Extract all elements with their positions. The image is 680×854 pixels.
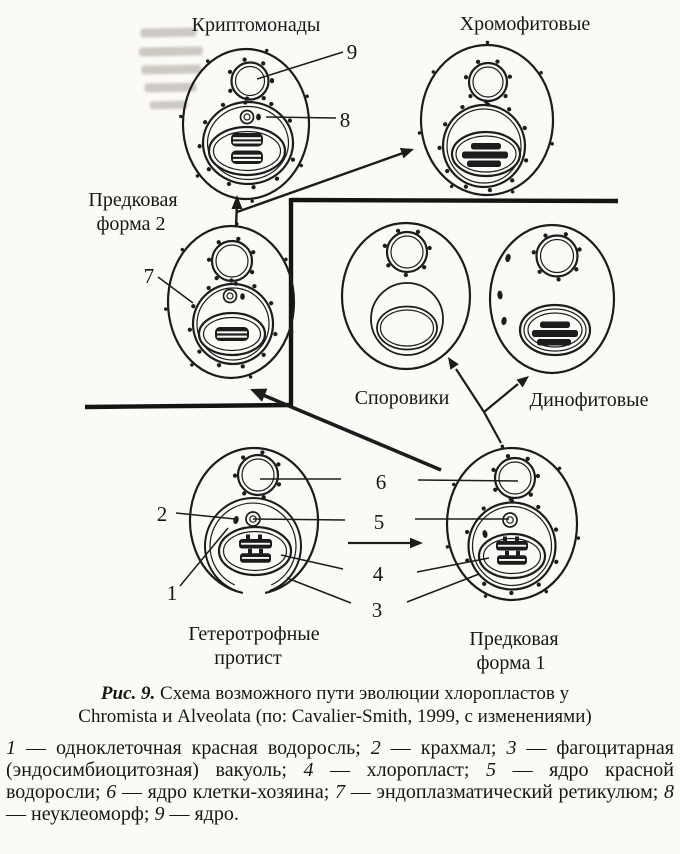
caption-line-1: Рис. 9. Схема возможного пути эволюции х… [30,682,640,705]
callout-7: 7 [144,264,155,288]
chloroplast [477,532,547,580]
arrow-form1-to-sporozoans [448,357,502,444]
legend-item: 4 — хлоропласт; [303,759,486,781]
legend-item: 3 — фагоцитарная (эндосимбиоцитозная) ва… [6,737,674,781]
arrow-form1-to-form2 [250,388,442,472]
host-nucleus [232,449,284,501]
chloroplast [207,125,287,177]
chloroplast [217,525,293,577]
nucleomorph [222,288,238,304]
nucleus [225,56,275,106]
endoplasmic-reticulum-compartment [187,278,279,370]
thylakoids [532,321,578,346]
nucleus [206,235,258,287]
label-ancestral-form-2-line2: форма 2 [96,213,165,235]
callout-lines [157,51,519,604]
callout-1: 1 [167,581,178,605]
callout-9: 9 [347,40,358,64]
label-ancestral-form-1-line1: Предковая [469,628,558,650]
callout-6: 6 [376,470,387,494]
thylakoids [215,327,249,341]
evolution-arrows [231,148,529,549]
legend-item: 7 — эндоплазматический ретикулюм; [335,781,664,803]
red-alga-nucleus [502,512,518,528]
arrow-form2-to-chromophytes [236,148,414,214]
callout-4: 4 [373,562,384,586]
cell-membrane-with-mouth [188,446,320,594]
nucleus [381,226,433,278]
label-chromophytes: Хромофитовые [460,13,591,35]
nucleus [463,57,513,107]
nucleus [531,230,583,282]
phagocytic-vacuole [462,496,562,596]
page-bleed-through [138,27,203,110]
label-heterotrophic-protist-line1: Гетеротрофные [188,623,319,645]
evolution-diagram: 9 8 7 6 5 4 3 2 1 Криптомонады Хромофито… [84,13,649,674]
chloroplast [450,130,522,178]
host-nucleus [489,452,541,504]
group-labels: Криптомонады Хромофитовые Предковая форм… [88,13,648,674]
figure-number: Рис. 9. [100,683,156,704]
label-sporozoans: Споровики [355,387,450,409]
arrow-form1-to-dinophytes [483,376,529,413]
periplastid-compartment [437,99,531,193]
legend-item: 6 — ядро клетки-хозяина; [106,781,336,803]
periplastid-compartment [197,96,299,190]
callout-2: 2 [157,502,168,526]
callout-3: 3 [372,598,383,622]
legend-item: 5 — ядро красной водоросли; [6,759,674,803]
cell-ancestral-form-1 [442,443,582,605]
organelle-granules [497,253,511,326]
callout-8: 8 [340,108,351,132]
thylakoids [231,133,263,164]
chloroplast [197,311,267,357]
label-cryptomonads: Криптомонады [192,14,321,36]
cell-dinophytes [488,223,616,375]
cell-sporozoans [340,221,472,371]
callout-5: 5 [374,510,385,534]
thylakoids [496,536,528,565]
starch-granule [233,515,239,525]
callout-numbers: 9 8 7 6 5 4 3 2 1 [144,40,387,622]
label-ancestral-form-2-line1: Предковая [88,189,177,211]
starch-granule [482,530,488,538]
cell-chromophytes [416,40,558,200]
figure-legend: 1 — одноклеточная красная водоросль; 2 —… [6,737,674,825]
separator-lines [84,197,619,410]
label-dinophytes: Динофитовые [530,389,649,411]
red-alga-membrane [209,502,297,586]
legend-item: 2 — крахмал; [370,737,507,759]
cell-ancestral-form-2 [163,221,299,383]
starch-granule [256,113,261,121]
caption-line-2: Chromista и Alveolata (по: Cavalier-Smit… [78,706,592,727]
phagocytic-vacuole [204,497,302,593]
label-ancestral-form-1-line2: форма 1 [476,652,545,674]
label-heterotrophic-protist-line2: протист [214,647,282,669]
legend-item: 8 — неуклеоморф; [6,781,674,825]
cell-heterotrophic-protist [188,446,320,594]
nucleomorph [239,109,255,125]
thylakoids [462,143,508,167]
caption-title: Схема возможного пути эволюции хлороплас… [160,683,570,704]
legend-item: 1 — одноклеточная красная водоросль; [6,737,371,759]
chloroplast [518,303,592,357]
arrow-form2-to-cryptomonads [231,195,243,227]
figure-caption: Рис. 9. Схема возможного пути эволюции х… [30,682,640,728]
starch-granule [240,293,245,300]
arrow-protist-to-form1 [348,537,423,549]
thylakoids [239,534,272,563]
legend-item: 9 — ядро. [154,803,239,825]
reduced-plastid [370,282,444,356]
cell-cryptomonads [178,44,314,204]
